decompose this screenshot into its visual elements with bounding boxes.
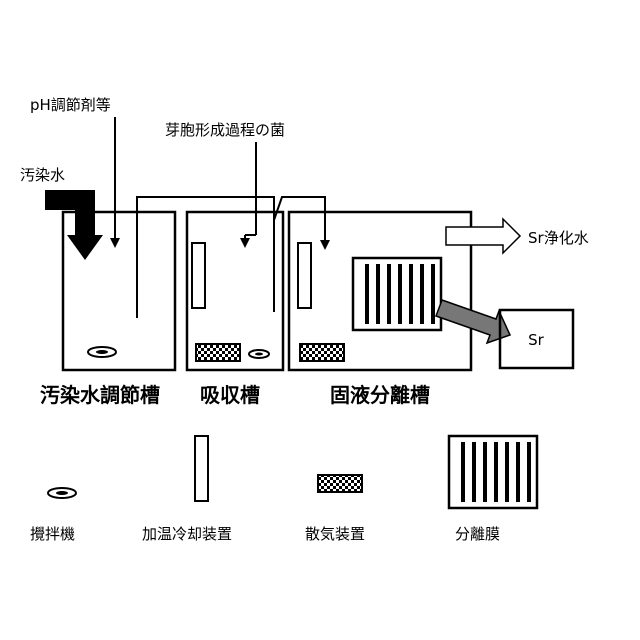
- heater-cooler-1: [192, 243, 205, 308]
- legend-membrane-icon: [449, 436, 537, 508]
- heater-cooler-2: [298, 243, 311, 308]
- aerator-1: [196, 344, 240, 361]
- spore-bacteria-label: 芽胞形成過程の菌: [165, 121, 285, 139]
- legend-stirrer-label: 攪拌機: [30, 525, 75, 543]
- legend-stirrer-icon-core: [56, 491, 68, 495]
- pipe-2-to-3-arrowhead: [320, 240, 330, 250]
- stirrer-2-core: [255, 353, 263, 356]
- absorption-tank-label: 吸収槽: [200, 383, 260, 407]
- contaminated-water-label: 汚染水: [20, 166, 65, 184]
- sr-box-label: Sr: [528, 331, 545, 349]
- adjustment-tank-label: 汚染水調節槽: [40, 383, 160, 407]
- spore-arrowhead: [240, 238, 250, 248]
- ph-agent-arrowhead: [110, 238, 120, 248]
- purified-water-arrow: [446, 219, 520, 253]
- legend-heater-cooler-icon: [195, 436, 208, 501]
- legend-aerator-icon: [318, 475, 362, 492]
- membrane-module: [353, 258, 441, 330]
- inflow-arrow: [45, 190, 103, 260]
- ph-agent-label: pH調節剤等: [30, 96, 111, 114]
- legend-heater-cooler-label: 加温冷却装置: [142, 525, 232, 543]
- stirrer-1-core: [96, 350, 108, 354]
- legend-aerator-label: 散気装置: [305, 525, 365, 543]
- aerator-2: [300, 344, 344, 361]
- legend-membrane-label: 分離膜: [455, 525, 500, 543]
- pipe-2-to-3: [274, 197, 325, 248]
- separation-tank-label: 固液分離槽: [330, 383, 430, 407]
- purified-water-label: Sr浄化水: [528, 229, 589, 247]
